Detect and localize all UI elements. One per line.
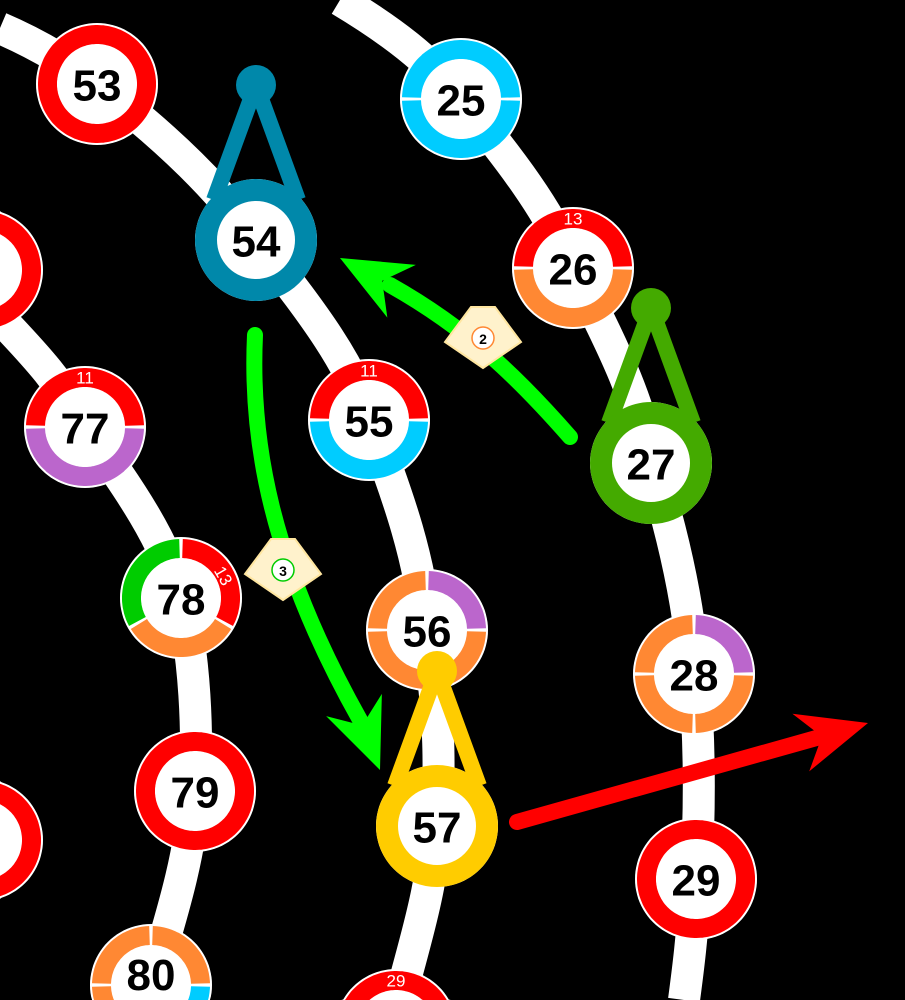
space-number: 78	[157, 576, 206, 625]
space-number: 53	[73, 62, 122, 111]
pawn-green[interactable]	[590, 288, 712, 524]
space-number: 25	[437, 77, 486, 126]
arrowhead-icon	[326, 693, 382, 770]
move-arrow-1: 2	[340, 258, 578, 445]
move-badge[interactable]: 2	[443, 306, 523, 370]
pawn-yellow[interactable]	[376, 651, 498, 887]
board-space-28[interactable]: 28	[633, 613, 755, 735]
move-badge[interactable]: 3	[243, 538, 323, 602]
space-number: 26	[549, 246, 598, 295]
board-space-29[interactable]: 29	[635, 818, 757, 940]
space-label: 29	[387, 972, 406, 991]
space-number: 77	[61, 405, 110, 454]
arrowhead-icon	[340, 258, 416, 318]
board-space-25[interactable]: 25	[400, 38, 522, 160]
board-space-53[interactable]: 53	[36, 23, 158, 145]
tracks	[0, 0, 715, 1000]
board-space-partial[interactable]: 29	[335, 969, 457, 1000]
move-badge-number: 3	[279, 563, 287, 579]
space-number: 28	[670, 652, 719, 701]
board-space-partial[interactable]	[0, 779, 43, 901]
space-label: 11	[360, 362, 378, 381]
space-number: 27	[627, 441, 676, 490]
move-arrow-2: 3	[243, 327, 382, 770]
space-number: 29	[672, 857, 721, 906]
board-space-80[interactable]: 80	[90, 924, 212, 1000]
space-label: 11	[76, 369, 94, 388]
board-space-55[interactable]: 55 11	[308, 359, 430, 481]
board-space-77[interactable]: 77 11	[24, 366, 146, 488]
space-number: 56	[403, 608, 452, 657]
move-badge-number: 2	[479, 331, 487, 347]
space-number: 57	[413, 804, 462, 853]
arrowhead-icon	[792, 713, 868, 772]
board-space-79[interactable]: 79	[134, 730, 256, 852]
board-space-26[interactable]: 26 13	[512, 207, 634, 329]
move-arrow-3	[509, 713, 868, 830]
space-number: 80	[127, 951, 176, 1000]
space-number: 54	[232, 218, 281, 267]
space-label: 13	[564, 210, 583, 229]
space-number: 55	[345, 398, 394, 447]
space-number: 79	[171, 769, 220, 818]
pawn-teal[interactable]	[195, 65, 317, 301]
board-space-partial[interactable]	[0, 209, 43, 331]
